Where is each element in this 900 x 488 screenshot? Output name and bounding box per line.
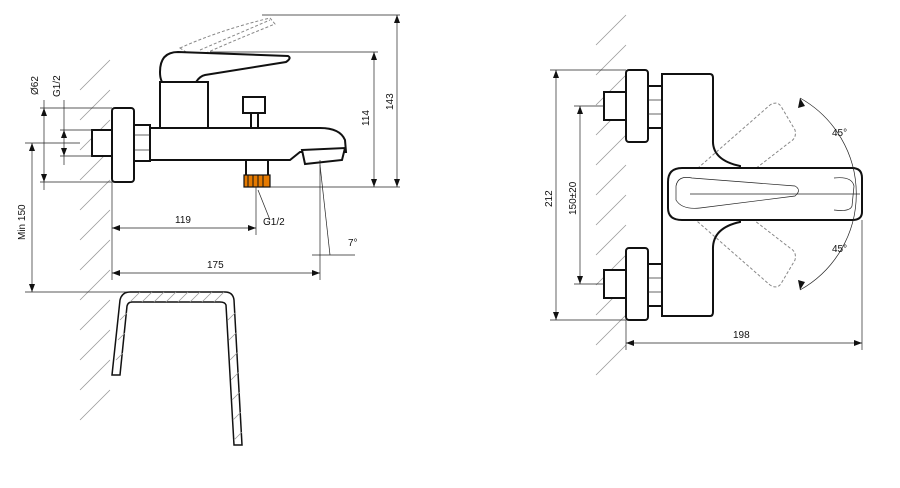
side-arrowheads: [29, 15, 400, 292]
label-front-angle-top: 45°: [832, 128, 847, 139]
label-front-height-212: 212: [544, 190, 555, 207]
side-handle-ghost: [178, 17, 276, 59]
bathtub-profile: [111, 291, 243, 446]
label-side-angle: 7°: [348, 238, 358, 249]
label-side-thread-out: G1/2: [263, 217, 285, 228]
label-side-diameter: Ø62: [30, 76, 41, 95]
label-front-depth-198: 198: [733, 330, 750, 341]
front-view: 212 150±20 45° 45° 198: [544, 14, 863, 376]
front-bottom-flange: [625, 247, 649, 321]
front-top-flange: [625, 69, 649, 143]
front-bottom-eccentric: [603, 269, 627, 299]
label-side-height-143: 143: [385, 93, 396, 110]
side-diverter-knob: [242, 96, 266, 114]
label-side-spout-119: 119: [175, 215, 191, 226]
side-nut: [133, 124, 151, 162]
label-side-height-114: 114: [361, 110, 372, 126]
front-dimension-lines: [550, 69, 863, 350]
front-top-eccentric: [603, 91, 627, 121]
front-arrowheads: [553, 70, 862, 346]
front-wall-hatching: [595, 14, 627, 376]
side-dimension-lines: [25, 14, 400, 293]
side-cartridge-body: [159, 81, 209, 129]
label-side-thread-in: G1/2: [52, 75, 63, 97]
side-wall-hatching: [79, 59, 111, 421]
label-front-angle-bottom: 45°: [832, 244, 847, 255]
side-eccentric: [91, 129, 113, 157]
label-side-min-150: Min 150: [17, 204, 28, 240]
side-view: Ø62 G1/2 Min 150 114 143 119 G1/2 7° 175: [17, 14, 400, 446]
front-handle-ghost-top: [689, 102, 796, 201]
side-main-body: [149, 127, 348, 161]
label-front-spacing: 150±20: [568, 181, 579, 215]
side-handle: [158, 50, 291, 87]
front-top-nut: [647, 85, 663, 129]
front-handle-ghost-bottom: [689, 189, 796, 288]
front-bottom-nut: [647, 263, 663, 307]
side-wall-flange: [111, 107, 135, 183]
side-outlet-connector: [245, 159, 269, 177]
side-spout-tip: [300, 146, 347, 166]
label-side-length-175: 175: [207, 260, 224, 271]
